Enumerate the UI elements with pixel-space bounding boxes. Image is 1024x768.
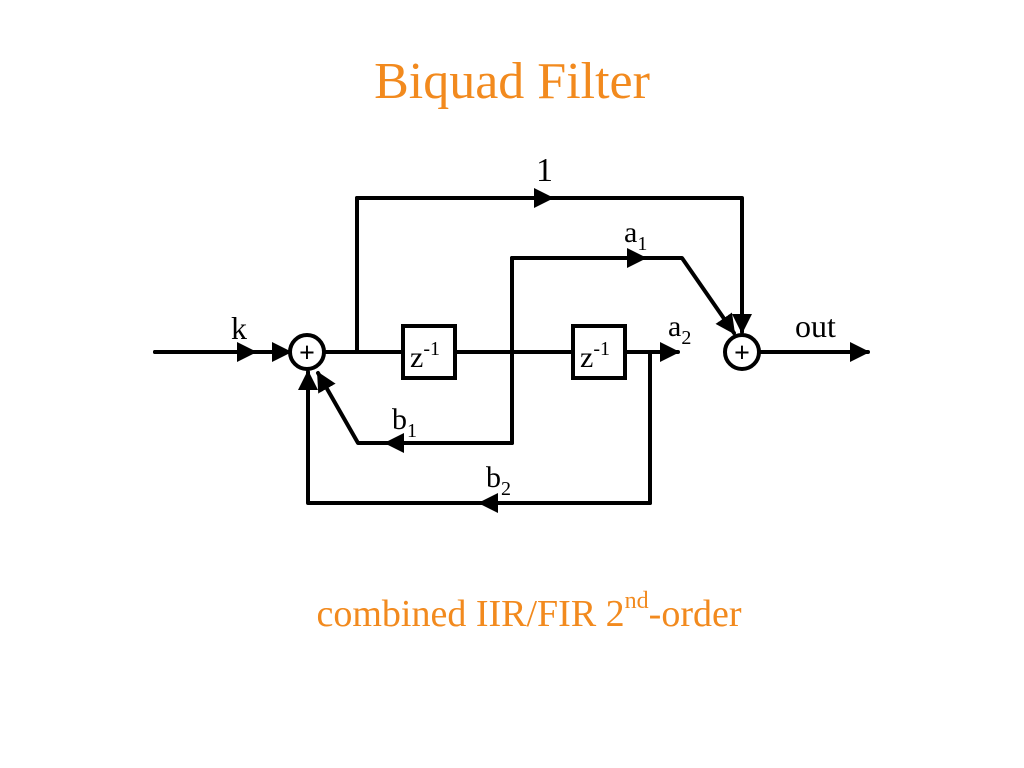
gain-a2-label: a2 <box>668 310 691 349</box>
svg-text:z-1: z-1 <box>410 338 440 374</box>
delay-1-exponent: -1 <box>423 338 440 360</box>
delay-2-label: z <box>580 341 593 374</box>
gain-1-label: 1 <box>536 152 553 189</box>
output-label: out <box>795 308 836 344</box>
input-label: k <box>231 310 247 346</box>
gain-b2-subscript: 2 <box>501 478 511 500</box>
gain-b1-subscript: 1 <box>407 420 417 442</box>
gain-a1-label: a1 <box>624 216 647 255</box>
delay-block-2: z-1 <box>571 324 627 380</box>
svg-text:z-1: z-1 <box>580 338 610 374</box>
subtitle-suffix: -order <box>648 593 742 635</box>
slide-subtitle: combined IIR/FIR 2nd-order <box>0 588 1024 638</box>
input-adder-symbol: + <box>299 338 315 369</box>
slide-title: Biquad Filter <box>374 53 650 110</box>
gain-b2-label: b2 <box>486 461 511 500</box>
delay-2-exponent: -1 <box>593 338 610 360</box>
subtitle-superscript: nd <box>624 588 649 615</box>
output-adder-symbol: + <box>734 338 750 369</box>
gain-a1-subscript: 1 <box>637 233 647 255</box>
output-adder: + <box>723 333 761 371</box>
gain-b1-label: b1 <box>392 403 417 442</box>
delay-1-label: z <box>410 341 423 374</box>
input-adder: + <box>288 333 326 371</box>
subtitle-main: combined IIR/FIR 2 <box>316 593 625 635</box>
delay-block-1: z-1 <box>401 324 457 380</box>
gain-a2-subscript: 2 <box>681 327 691 349</box>
